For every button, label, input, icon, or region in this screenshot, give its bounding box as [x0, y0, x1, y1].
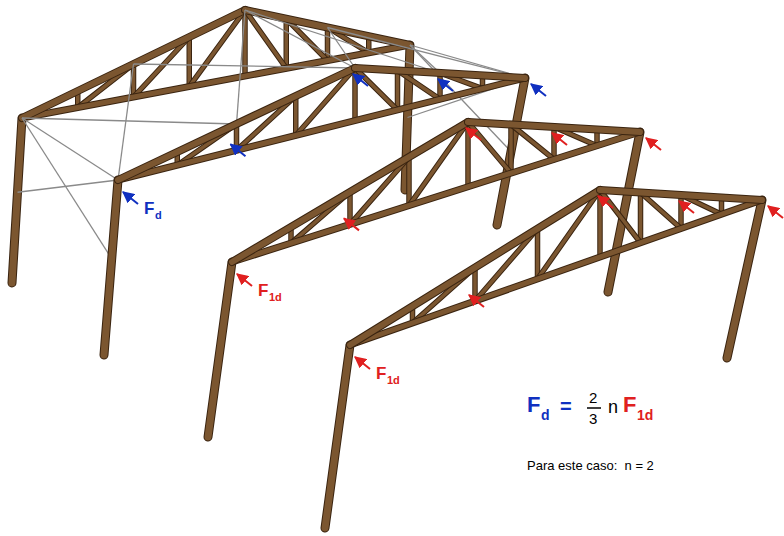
force-arrow	[768, 206, 783, 218]
force-label: F	[376, 365, 386, 382]
bracing-cable	[118, 64, 134, 180]
force-arrow	[552, 133, 567, 145]
truss-web	[508, 125, 514, 174]
truss-web	[396, 71, 400, 110]
formula-subscript: d	[541, 408, 550, 422]
force-arrow	[469, 295, 484, 307]
top-chord	[350, 190, 600, 345]
force-subscript: 1d	[269, 292, 282, 303]
timber-column	[608, 132, 640, 292]
top-chord	[350, 190, 600, 345]
bracing-cable	[134, 64, 356, 68]
truss-web	[188, 37, 192, 87]
bracing-cable	[22, 118, 112, 259]
force-arrow	[353, 74, 368, 86]
formula-symbol: =	[560, 396, 572, 416]
force-arrow	[598, 196, 613, 208]
truss-web	[679, 195, 683, 229]
force-arrow	[438, 79, 453, 91]
top-chord	[232, 122, 468, 262]
timber-column	[727, 200, 762, 358]
timber-column	[104, 180, 118, 355]
timber-column	[208, 262, 232, 437]
fraction-bar	[587, 407, 601, 409]
bracing-cable	[237, 10, 246, 124]
top-chord	[600, 190, 762, 200]
truss-web	[535, 229, 541, 279]
truss-web	[395, 71, 401, 110]
fraction-number: 3	[589, 411, 597, 426]
timber-column	[497, 78, 525, 225]
force-arrow	[679, 201, 694, 213]
force-arrow	[531, 84, 546, 96]
timber-column	[104, 180, 118, 355]
truss-web	[468, 122, 511, 173]
fraction-number: 2	[589, 390, 597, 405]
force-subscript: d	[155, 210, 162, 221]
timber-column	[325, 345, 350, 528]
timber-column	[497, 78, 525, 225]
formula-symbol: n	[608, 398, 618, 416]
truss-web	[294, 96, 298, 135]
bottom-chord	[232, 132, 640, 262]
top-chord	[468, 122, 640, 132]
bracing-cable	[22, 118, 237, 124]
force-arrow	[123, 192, 138, 204]
bracing-cable	[18, 180, 119, 192]
truss-web	[598, 190, 602, 257]
force-arrow	[355, 357, 370, 369]
timber-column	[608, 132, 640, 292]
front-frames	[104, 68, 762, 528]
truss-web	[638, 193, 644, 243]
force-arrow	[344, 218, 359, 230]
truss-web	[639, 193, 643, 243]
force-label: F	[258, 282, 268, 299]
timber-column	[12, 118, 22, 283]
formula-symbol: F	[527, 394, 540, 416]
top-chord	[118, 68, 355, 180]
force-arrow	[466, 128, 481, 140]
timber-column	[727, 200, 762, 358]
timber-column	[12, 118, 22, 283]
timber-column	[208, 262, 232, 437]
truss-web	[468, 122, 511, 173]
top-chord	[468, 122, 640, 132]
top-chord	[355, 68, 525, 78]
back-frame	[12, 10, 410, 283]
bottom-chord	[232, 132, 640, 262]
force-arrow	[231, 144, 246, 156]
top-chord	[600, 190, 762, 200]
bottom-chord	[22, 45, 410, 118]
bottom-chord	[22, 45, 410, 118]
bracing-cable	[328, 28, 526, 79]
top-chord	[355, 68, 525, 78]
truss-web	[187, 37, 193, 87]
truss-web	[600, 190, 641, 243]
truss-web	[509, 125, 513, 174]
force-label: F	[144, 200, 154, 217]
formula-symbol: F	[623, 394, 636, 416]
bracing-cable	[245, 10, 355, 68]
force-arrow	[237, 274, 252, 286]
bracing-cable	[22, 118, 118, 180]
truss-web	[355, 68, 398, 110]
truss-web	[552, 127, 556, 159]
force-arrows	[123, 74, 783, 369]
top-chord	[118, 68, 355, 180]
truss-web	[407, 157, 411, 206]
bracing-cable	[245, 10, 440, 73]
formula-subscript: 1d	[637, 408, 653, 422]
top-chord	[232, 122, 468, 262]
force-subscript: 1d	[387, 375, 400, 386]
truss-web	[600, 190, 641, 243]
note-text: Para este caso: n = 2	[527, 459, 654, 472]
force-arrow	[646, 138, 661, 150]
truss-web	[285, 19, 289, 69]
truss-web	[355, 68, 398, 110]
timber-column	[325, 345, 350, 528]
truss-web	[536, 229, 540, 279]
